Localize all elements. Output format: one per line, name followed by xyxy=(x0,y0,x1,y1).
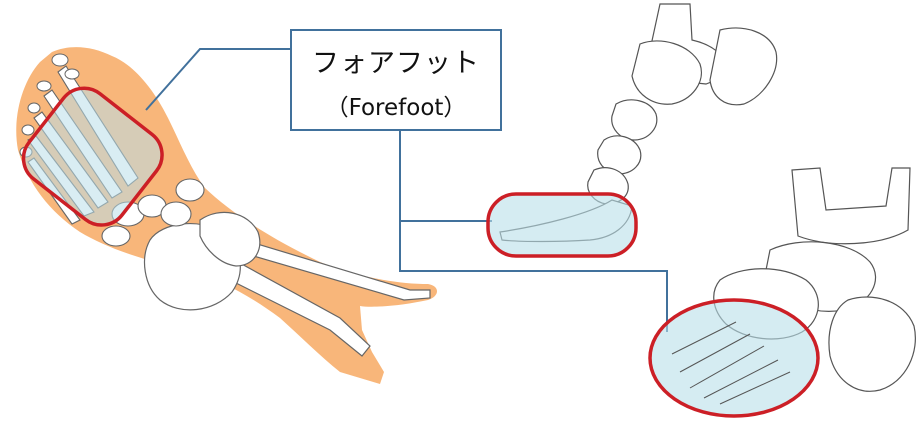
connector-to-oblique-view xyxy=(399,221,668,332)
forefoot-highlight-side xyxy=(486,192,638,258)
calcaneus-bone xyxy=(199,211,261,267)
oblique-tibia xyxy=(791,167,911,245)
connector-lines xyxy=(145,48,668,332)
forefoot-label-box: フォアフット （Forefoot） xyxy=(290,29,502,131)
foot-top-view xyxy=(16,47,437,385)
connector-to-top-view xyxy=(145,48,290,111)
side-cuneiform xyxy=(597,135,642,175)
side-fibula xyxy=(709,27,778,106)
forefoot-highlight-top xyxy=(21,86,164,227)
tarsal-bones xyxy=(101,178,205,247)
label-japanese-term: フォアフット xyxy=(312,48,480,79)
side-talus xyxy=(631,40,702,105)
foot-side-view xyxy=(486,3,778,258)
label-english-term: （Forefoot） xyxy=(325,95,467,121)
forefoot-highlight-oblique xyxy=(648,298,820,418)
oblique-calcaneus xyxy=(828,296,916,392)
oblique-toe-bones xyxy=(671,321,791,405)
foot-oblique-view xyxy=(648,167,916,418)
connector-to-side-view xyxy=(399,131,492,222)
side-navicular xyxy=(611,99,658,141)
